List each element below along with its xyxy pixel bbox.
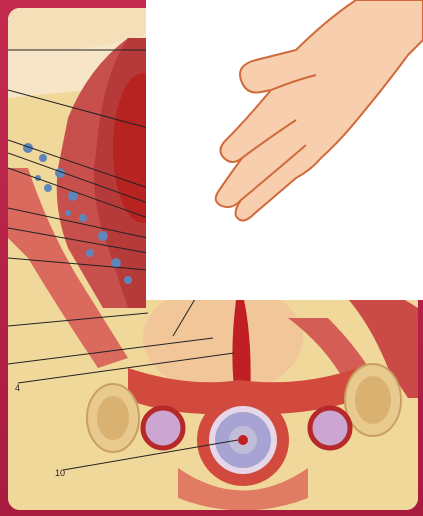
hand-overlay (146, 0, 423, 300)
label-ten: 10 (55, 468, 65, 478)
label-four: 4 (15, 383, 20, 393)
hand-icon (146, 0, 423, 300)
